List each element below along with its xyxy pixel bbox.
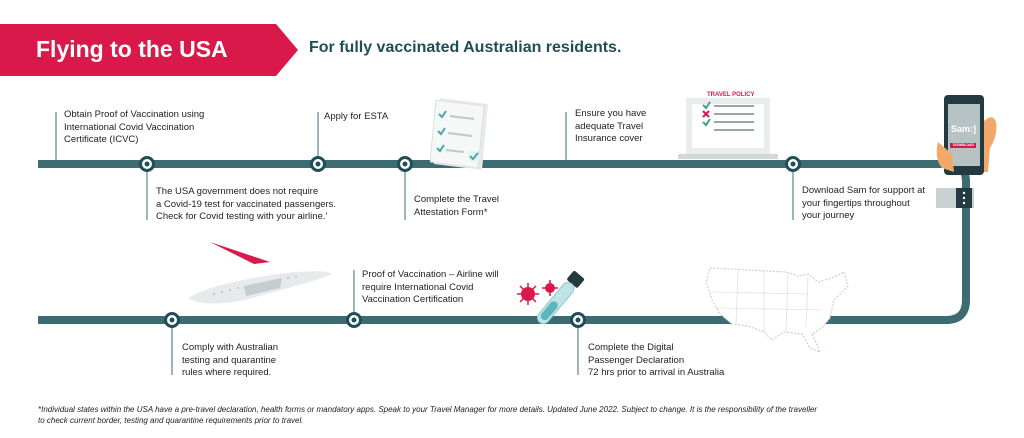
- step-airline-proof: Proof of Vaccination – Airline will requ…: [362, 269, 499, 305]
- step-insurance: Ensure you have adequate Travel Insuranc…: [575, 108, 647, 144]
- step-attestation: Complete the Travel Attestation Form*: [414, 194, 500, 218]
- step-quarantine: Comply with Australian testing and quara…: [182, 342, 279, 378]
- title-banner: [0, 24, 298, 76]
- airplane-icon: [188, 242, 332, 304]
- footnote: *Individual states within the USA have a…: [38, 405, 818, 425]
- step-sam: Download Sam for support at your fingert…: [802, 185, 926, 221]
- travel-policy-label: TRAVEL POLICY: [707, 92, 755, 98]
- usa-map-icon: [705, 267, 849, 354]
- step-esta: Apply for ESTA: [324, 111, 389, 122]
- step-covid-test: The USA government does not require a Co…: [156, 186, 337, 222]
- phone-app-label: Sam:]: [951, 124, 977, 134]
- step-declaration: Complete the Digital Passenger Declarati…: [588, 342, 725, 378]
- phone-download-label: DOWNLOAD: [953, 143, 974, 147]
- page-subtitle: For fully vaccinated Australian resident…: [309, 39, 622, 56]
- title-banner-shape: [0, 24, 298, 76]
- covid-test-icon: [517, 271, 585, 325]
- step-icvc: Obtain Proof of Vaccination using Intern…: [64, 109, 205, 145]
- attestation-form-icon: [430, 98, 488, 170]
- laptop-travel-policy-icon: [678, 98, 778, 159]
- phone-app-icon: [936, 95, 997, 208]
- page-title: Flying to the USA: [36, 36, 228, 62]
